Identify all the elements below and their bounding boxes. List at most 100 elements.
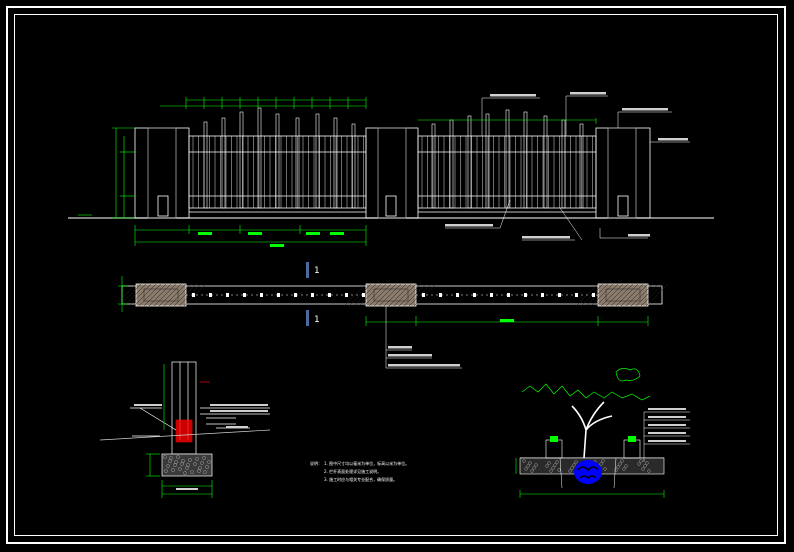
gravel [622,467,626,471]
plan-post [243,293,246,297]
svg-text:说明：: 说明： [310,460,322,466]
hatch-line [143,283,167,307]
plan-post [507,293,510,297]
hatch-line [645,283,669,307]
hatch-line [168,283,192,307]
gravel [526,464,530,468]
plan-post [422,293,425,297]
gravel [171,468,175,472]
hatch-line [615,283,639,307]
hatch-line [383,283,407,307]
pillar-right [595,127,651,219]
hatch-line [113,283,137,307]
pillar-center [365,127,419,219]
plan-post [558,293,561,297]
hatch-line [163,283,187,307]
hatch-line [388,283,412,307]
gravel [522,459,526,463]
hatch-line [595,283,619,307]
hatch-line [635,283,659,307]
fence-elevation [68,107,714,219]
hatch-line [123,283,147,307]
gravel [545,464,549,468]
gravel [181,459,185,463]
fence-plan [113,283,669,307]
gravel [570,466,574,470]
gravel [203,470,207,474]
section-detail [99,361,271,477]
fence-post [203,121,208,209]
plan-post [328,293,331,297]
tree-pit-dimensions [515,458,665,498]
gravel [195,457,199,461]
plan-post [277,293,280,297]
drawing-border-inner [14,14,778,536]
gravel [530,469,534,473]
plan-post [524,293,527,297]
hatch-line [128,283,152,307]
fence-post [561,119,566,209]
plan-post [260,293,263,297]
tree-pit-detail [519,368,665,489]
gravel [188,458,192,462]
hatch-line [363,283,387,307]
fence-post [523,111,528,209]
hatch-line [403,283,427,307]
fence-post [505,109,510,209]
svg-text:3. 施工时应与相关专业配合，确保质量。: 3. 施工时应与相关专业配合，确保质量。 [324,476,397,482]
gravel [207,460,211,464]
gravel [557,468,561,472]
tree-pit-leaders [643,411,690,462]
post-tops-left [203,107,356,209]
plan-post [294,293,297,297]
hatch-line [610,283,634,307]
plan-post [473,293,476,297]
fence-panel-left [188,135,367,209]
svg-text:1: 1 [314,266,320,276]
hatch-line [600,283,624,307]
hatch-line [605,283,629,307]
gravel [532,466,536,470]
gravel [618,462,622,466]
hatch-line [378,283,402,307]
plan-dimensions [118,276,649,326]
fence-post [257,107,262,209]
elevation-dimensions [78,97,597,247]
section-dimensions [146,364,213,498]
gravel [614,468,618,472]
gravel [574,460,578,464]
gravel [637,462,641,466]
gravel [174,460,178,464]
section-mark-bottom: 1 [306,310,320,326]
gravel [205,465,209,469]
gravel [200,461,204,465]
plan-post [311,293,314,297]
gravel [190,470,194,474]
gravel [163,455,167,459]
hatch-line [153,283,177,307]
hatch-line [118,283,142,307]
plan-post [362,293,365,297]
gravel [186,463,190,467]
fence-post [485,113,490,209]
plan-post [226,293,229,297]
tree-canopy [521,383,651,401]
elevation-leaders [445,95,690,241]
hatch-line [640,283,664,307]
hatch-line [398,283,422,307]
hatch-line [368,283,392,307]
gravel [616,465,620,469]
hatch-line [625,283,649,307]
svg-text:1: 1 [314,315,320,325]
hatch-line [373,283,397,307]
hatch-line [133,283,157,307]
post-tops-right [431,109,584,209]
hatch-line [408,283,432,307]
plan-leaders [385,306,462,369]
gravel [555,460,559,464]
gravel [641,467,645,471]
hatch-line [620,283,644,307]
plan-pillar-left [135,283,187,307]
